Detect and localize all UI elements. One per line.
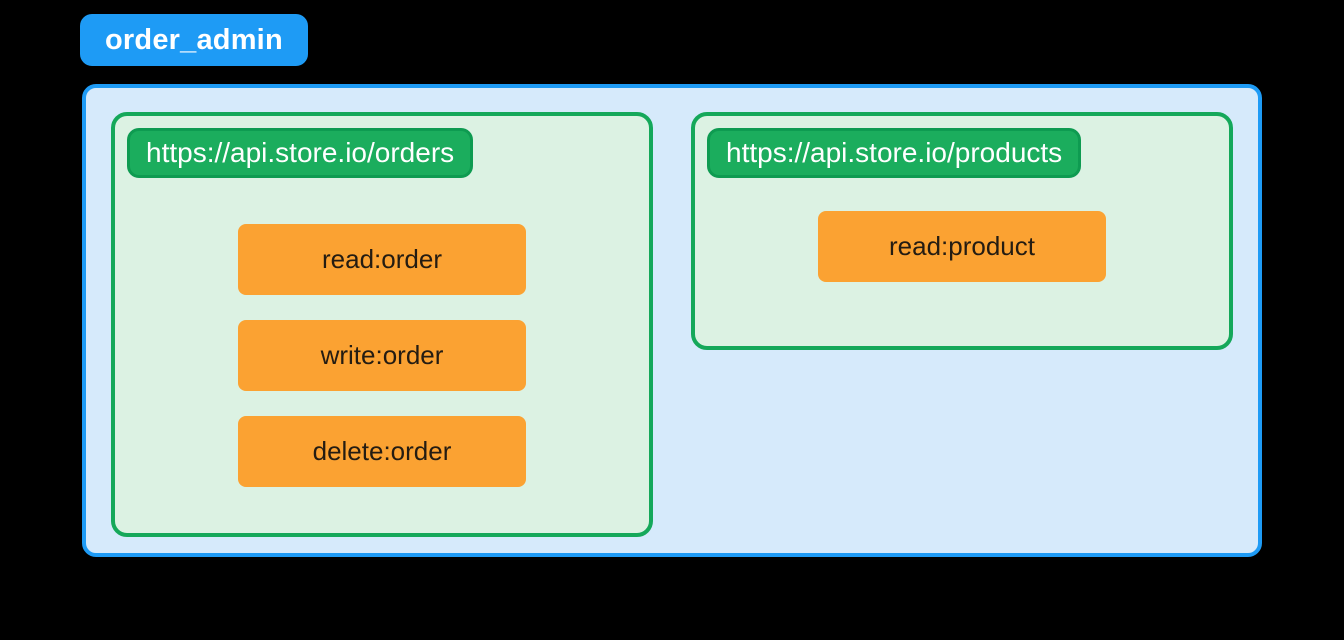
- scope-list-orders: read:order write:order delete:order: [127, 224, 637, 487]
- role-name-label: order_admin: [105, 23, 283, 56]
- scope-label-read-order: read:order: [322, 244, 442, 274]
- resource-url-badge-orders: https://api.store.io/orders: [127, 128, 474, 178]
- scope-chip-write-order: write:order: [238, 320, 526, 391]
- scope-chip-read-product: read:product: [818, 211, 1106, 282]
- scope-label-write-order: write:order: [320, 340, 444, 370]
- resource-url-badge-products: https://api.store.io/products: [707, 128, 1082, 178]
- role-name-badge: order_admin: [80, 14, 308, 66]
- resource-panel-products: https://api.store.io/products read:produ…: [691, 112, 1233, 350]
- resource-panel-orders: https://api.store.io/orders read:order w…: [111, 112, 653, 537]
- role-scope-container: https://api.store.io/orders read:order w…: [82, 84, 1262, 557]
- resource-url-label-products: https://api.store.io/products: [726, 137, 1063, 168]
- scope-chip-delete-order: delete:order: [238, 416, 526, 487]
- scope-label-read-product: read:product: [889, 231, 1035, 261]
- scope-list-products: read:product: [707, 211, 1217, 282]
- scope-chip-read-order: read:order: [238, 224, 526, 295]
- resource-panel-group: https://api.store.io/orders read:order w…: [86, 88, 1258, 553]
- resource-url-label-orders: https://api.store.io/orders: [146, 137, 455, 168]
- scope-label-delete-order: delete:order: [312, 436, 452, 466]
